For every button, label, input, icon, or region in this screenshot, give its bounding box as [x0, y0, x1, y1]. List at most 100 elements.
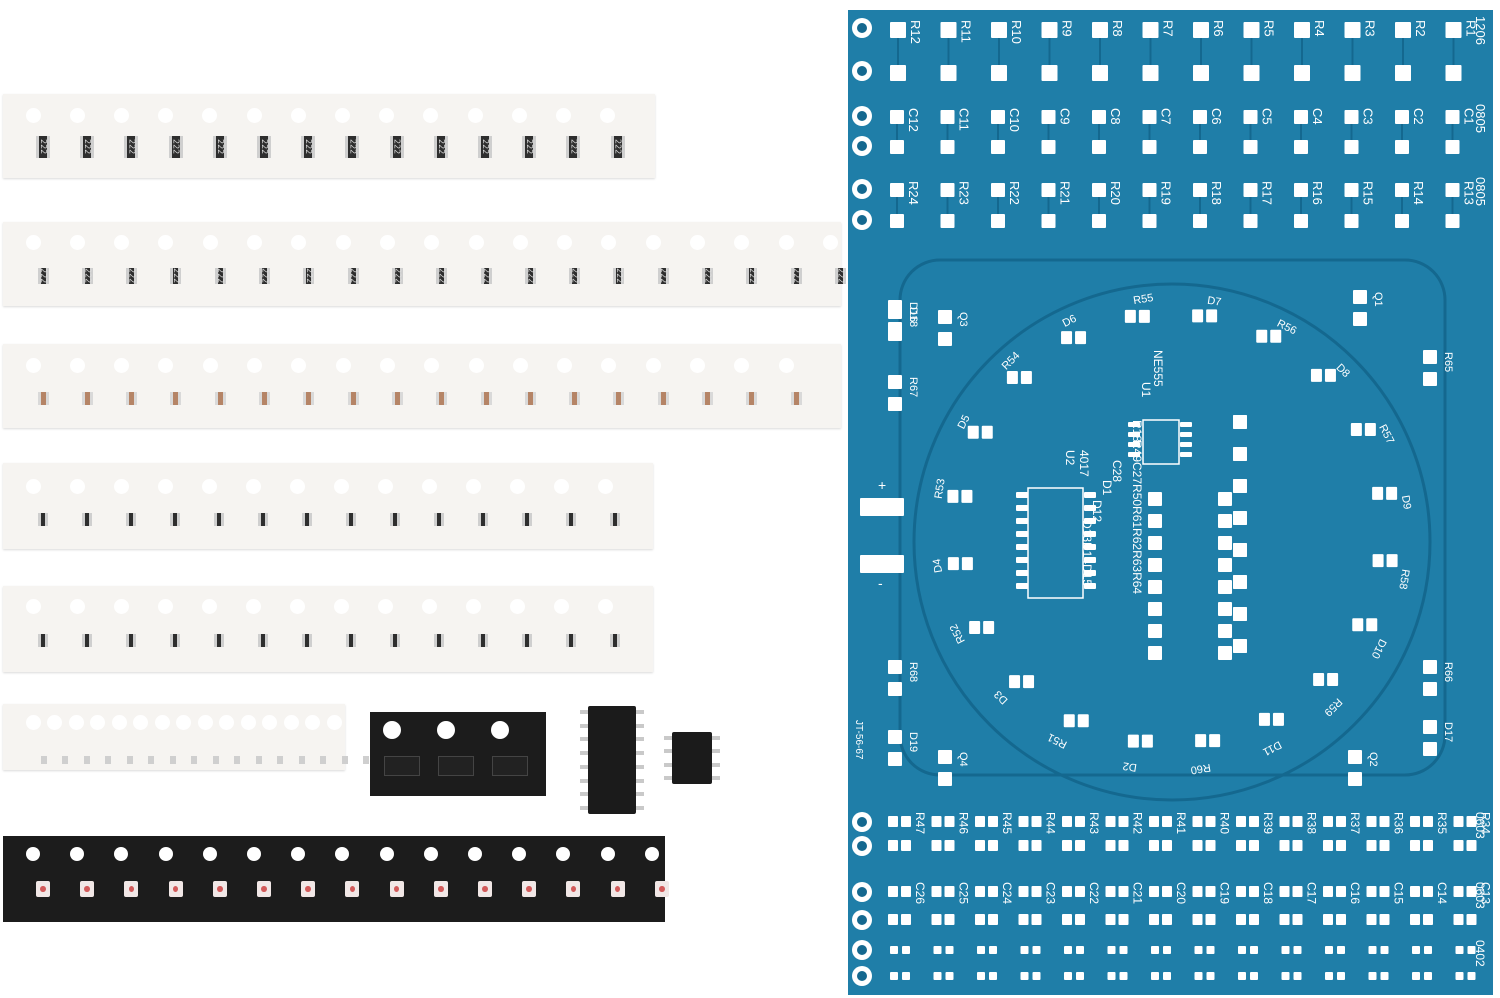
sprocket-hole: [114, 847, 129, 861]
resistor-component: 222: [391, 268, 403, 284]
sprocket-hole: [158, 847, 173, 861]
solder-pad: [1395, 110, 1409, 124]
solder-pad: [1236, 840, 1246, 851]
sprocket-hole: [157, 599, 173, 614]
solder-pad: [1075, 331, 1087, 345]
resistor-component: 222: [81, 268, 93, 284]
resistor-component: 222: [345, 136, 360, 158]
resistor-component: [62, 756, 68, 764]
sprocket-hole: [512, 847, 527, 861]
solder-pad: [1062, 914, 1072, 925]
solder-pad: [888, 886, 898, 897]
solder-pad: [938, 310, 952, 324]
solder-pad: [1105, 914, 1116, 925]
sprocket-hole: [70, 847, 85, 861]
solder-pad: [1250, 972, 1258, 980]
solder-pad: [989, 972, 997, 980]
sprocket-hole: [113, 108, 129, 123]
resistor-component: [126, 756, 133, 764]
solder-pad: [1194, 972, 1203, 980]
sprocket-hole: [734, 235, 750, 250]
solder-pad: [1218, 492, 1232, 506]
silkscreen-label: R58: [1396, 568, 1411, 590]
resistor-component: [610, 634, 620, 647]
solder-pad: [1455, 972, 1464, 980]
sprocket-hole: [822, 235, 838, 250]
solder-pad: [1445, 65, 1462, 81]
transistor-component: [384, 756, 420, 776]
resistor-component: 222: [168, 136, 183, 158]
solder-pad: [1118, 840, 1129, 851]
silkscreen-label: C8: [1108, 108, 1123, 125]
ic-pin: [580, 710, 588, 714]
sprocket-hole: [379, 847, 394, 861]
solder-pad: [901, 886, 911, 897]
solder-pad: [1128, 422, 1140, 427]
silkscreen-label: C12: [906, 108, 921, 132]
solder-pad: [1148, 558, 1162, 572]
solder-pad: [888, 305, 902, 319]
solder-pad: [1193, 183, 1207, 197]
solder-pad: [1218, 558, 1232, 572]
solder-pad: [991, 214, 1005, 228]
silkscreen-label: -: [878, 575, 883, 591]
solder-pad: [1206, 972, 1215, 980]
solder-pad: [1243, 110, 1258, 124]
solder-pad: [1294, 22, 1310, 38]
sprocket-hole: [333, 479, 349, 494]
silkscreen-label: R36: [1392, 812, 1406, 834]
solder-pad: [1084, 583, 1096, 589]
solder-pad: [1423, 886, 1433, 897]
solder-pad: [1084, 557, 1096, 563]
solder-pad: [1041, 140, 1056, 154]
solder-pad: [944, 816, 955, 827]
solder-pad: [1205, 840, 1216, 851]
solder-pad: [1310, 368, 1322, 382]
solder-pad: [1063, 714, 1075, 728]
solder-pad: [1395, 22, 1411, 38]
silkscreen-label: C6: [1209, 108, 1224, 125]
solder-pad: [1336, 886, 1346, 897]
ic-pin: [712, 776, 720, 780]
solder-pad: [1084, 570, 1096, 576]
solder-pad: [977, 946, 985, 954]
solder-pad: [1162, 886, 1172, 897]
component-tape: [3, 344, 841, 428]
sprocket-hole: [334, 108, 350, 123]
solder-pad: [1163, 972, 1171, 980]
solder-pad: [1344, 65, 1361, 81]
solder-pad: [1379, 816, 1390, 827]
solder-pad: [1243, 140, 1258, 154]
solder-pad: [1205, 886, 1216, 897]
sprocket-hole: [202, 108, 218, 123]
capacitor-component: [613, 392, 625, 405]
sprocket-hole: [335, 358, 351, 373]
solder-pad: [1107, 972, 1116, 980]
silkscreen-label: R2: [1413, 20, 1428, 37]
solder-pad: [1364, 423, 1376, 437]
solder-pad: [1077, 714, 1089, 728]
resistor-component: 222: [214, 268, 226, 284]
sprocket-hole: [158, 358, 174, 373]
solder-pad: [1084, 505, 1096, 511]
solder-pad: [1395, 65, 1411, 81]
resistor-component: [302, 634, 312, 647]
silkscreen-label: R34: [1479, 812, 1493, 834]
solder-pad: [1453, 816, 1464, 827]
solder-pad: [931, 840, 942, 851]
sprocket-hole: [690, 358, 705, 373]
resistor-component: 222: [436, 268, 448, 284]
sprocket-hole: [201, 599, 217, 614]
solder-pad: [1327, 672, 1339, 686]
silkscreen-label: R18: [1130, 420, 1144, 442]
solder-pad: [1148, 624, 1162, 638]
solder-pad: [1084, 544, 1096, 550]
silkscreen-label: C9: [1058, 108, 1073, 125]
silkscreen-label: C19: [1218, 882, 1232, 904]
solder-pad: [975, 840, 985, 851]
silkscreen-label: D1: [1100, 480, 1114, 496]
resistor-component: [522, 513, 532, 526]
silkscreen-label: R3: [1363, 20, 1378, 37]
solder-pad: [1372, 554, 1384, 568]
solder-pad: [1423, 372, 1437, 386]
